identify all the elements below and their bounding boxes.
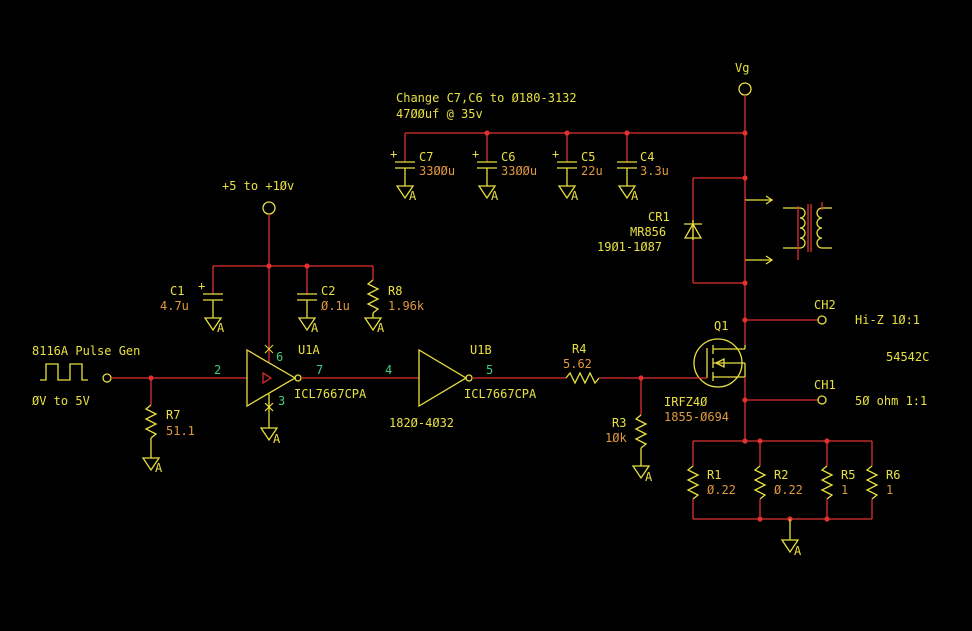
- svg-text:A: A: [409, 189, 417, 203]
- svg-text:8116A Pulse Gen: 8116A Pulse Gen: [32, 344, 140, 358]
- diode-cr1: CR1 MR856 19Ø1-1Ø87: [597, 210, 703, 254]
- transformer: [744, 178, 832, 283]
- note-line-2: 47ØØuf @ 35v: [396, 107, 483, 121]
- svg-text:U1A: U1A: [298, 343, 320, 357]
- capacitor-c6: + A C6 33ØØu: [472, 133, 537, 203]
- resistor-r6: R6 1: [865, 441, 900, 519]
- resistor-r3: A R3 1Øk: [605, 378, 653, 484]
- svg-text:22u: 22u: [581, 164, 603, 178]
- svg-text:Ø.22: Ø.22: [707, 483, 736, 497]
- pulse-generator: 8116A Pulse Gen ØV to 5V: [32, 344, 140, 408]
- svg-text:1: 1: [841, 483, 848, 497]
- svg-text:R4: R4: [572, 342, 586, 356]
- svg-text:A: A: [311, 321, 319, 335]
- svg-text:C1: C1: [170, 284, 184, 298]
- svg-text:C2: C2: [321, 284, 335, 298]
- svg-text:1.96k: 1.96k: [388, 299, 425, 313]
- capacitor-c7: + A C7 33ØØu: [390, 133, 455, 203]
- svg-text:A: A: [155, 461, 163, 475]
- svg-text:U1B: U1B: [470, 343, 492, 357]
- pin-2: 2: [214, 363, 221, 377]
- svg-text:4.7u: 4.7u: [160, 299, 189, 313]
- svg-text:3.3u: 3.3u: [640, 164, 669, 178]
- resistor-r7: A R7 51.1: [141, 378, 195, 475]
- svg-text:C7: C7: [419, 150, 433, 164]
- mosfet-q1: Q1 IRFZ4Ø 1855-Ø694: [664, 319, 746, 424]
- svg-text:+: +: [198, 279, 205, 293]
- svg-text:19Ø1-1Ø87: 19Ø1-1Ø87: [597, 240, 662, 254]
- svg-text:1: 1: [886, 483, 893, 497]
- svg-text:A: A: [217, 321, 225, 335]
- svg-text:R5: R5: [841, 468, 855, 482]
- svg-text:MR856: MR856: [630, 225, 666, 239]
- svg-text:A: A: [491, 189, 499, 203]
- svg-text:Ø.22: Ø.22: [774, 483, 803, 497]
- svg-text:51.1: 51.1: [166, 424, 195, 438]
- capacitor-c1: + A C1 4.7u: [160, 266, 225, 335]
- note-line-1: Change C7,C6 to Ø180-3132: [396, 91, 577, 105]
- logic-supply-label: +5 to +1Øv: [222, 179, 294, 193]
- svg-text:1855-Ø694: 1855-Ø694: [664, 410, 729, 424]
- scope-model: 54542C: [886, 350, 929, 364]
- svg-text:ICL7667CPA: ICL7667CPA: [294, 387, 367, 401]
- svg-text:Q1: Q1: [714, 319, 728, 333]
- junction-vg: [742, 130, 748, 136]
- svg-text:6: 6: [276, 350, 283, 364]
- ch2-label: CH2: [814, 298, 836, 312]
- svg-text:3: 3: [278, 394, 285, 408]
- svg-text:IRFZ4Ø: IRFZ4Ø: [664, 395, 708, 409]
- svg-text:R7: R7: [166, 408, 180, 422]
- resistor-r4: R4 5.62: [563, 342, 600, 385]
- svg-text:A: A: [794, 544, 802, 558]
- capacitor-c5: + A C5 22u: [552, 133, 603, 203]
- pin-7: 7: [316, 363, 323, 377]
- resistor-r1: R1 Ø.22: [686, 441, 736, 519]
- ch1-label: CH1: [814, 378, 836, 392]
- svg-text:+: +: [390, 147, 397, 161]
- ch2-probe-terminal: [817, 315, 827, 325]
- pin-5: 5: [486, 363, 493, 377]
- capacitor-c4: A C4 3.3u: [617, 133, 669, 203]
- ground-sense: A: [780, 519, 802, 558]
- svg-text:A: A: [377, 321, 385, 335]
- svg-text:+: +: [472, 147, 479, 161]
- svg-text:CR1: CR1: [648, 210, 670, 224]
- resistor-r2: R2 Ø.22: [753, 441, 803, 519]
- svg-text:R2: R2: [774, 468, 788, 482]
- svg-text:182Ø-4Ø32: 182Ø-4Ø32: [389, 416, 454, 430]
- pin-4: 4: [385, 363, 392, 377]
- driver-u1b: U1B ICL7667CPA 182Ø-4Ø32: [389, 343, 537, 430]
- svg-text:R6: R6: [886, 468, 900, 482]
- resistor-r5: R5 1: [820, 441, 855, 519]
- svg-text:+: +: [552, 147, 559, 161]
- capacitor-c2: A C2 Ø.1u: [297, 266, 350, 335]
- ch1-probe-terminal: [817, 395, 827, 405]
- svg-text:R1: R1: [707, 468, 721, 482]
- svg-text:R8: R8: [388, 284, 402, 298]
- ch1-description: 5Ø ohm 1:1: [855, 394, 927, 408]
- svg-text:C4: C4: [640, 150, 654, 164]
- svg-text:ØV to 5V: ØV to 5V: [32, 394, 90, 408]
- svg-text:Ø.1u: Ø.1u: [321, 299, 350, 313]
- svg-text:C5: C5: [581, 150, 595, 164]
- svg-text:R3: R3: [612, 416, 626, 430]
- svg-text:ICL7667CPA: ICL7667CPA: [464, 387, 537, 401]
- logic-supply-terminal: [262, 201, 276, 215]
- svg-text:5.62: 5.62: [563, 357, 592, 371]
- ch2-description: Hi-Z 1Ø:1: [855, 313, 920, 327]
- resistor-r8: A R8 1.96k: [363, 266, 425, 335]
- svg-text:A: A: [631, 189, 639, 203]
- svg-text:33ØØu: 33ØØu: [501, 164, 537, 178]
- svg-text:33ØØu: 33ØØu: [419, 164, 455, 178]
- svg-text:A: A: [571, 189, 579, 203]
- driver-u1a: 6 3 A U1A ICL7667CPA: [246, 343, 367, 446]
- vg-terminal: [738, 82, 752, 96]
- svg-text:A: A: [645, 470, 653, 484]
- svg-text:C6: C6: [501, 150, 515, 164]
- svg-text:1Øk: 1Øk: [605, 431, 627, 445]
- svg-text:A: A: [273, 432, 281, 446]
- vg-label: Vg: [735, 61, 749, 75]
